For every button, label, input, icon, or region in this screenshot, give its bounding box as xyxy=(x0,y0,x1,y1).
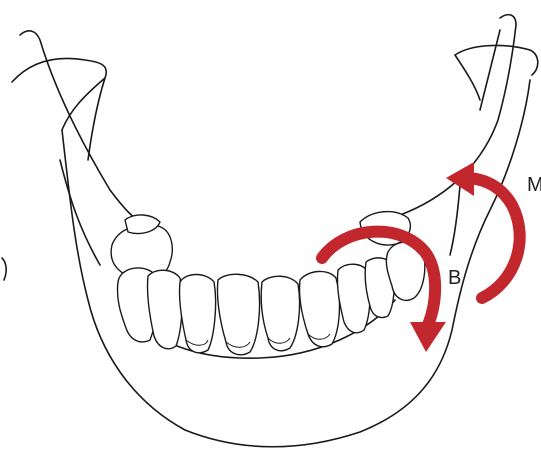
arrow-b-head xyxy=(410,322,446,352)
label-m: M xyxy=(527,175,541,195)
tooth-right-canine xyxy=(299,271,339,346)
label-b: B xyxy=(448,268,461,288)
tooth-incisor-1 xyxy=(217,274,259,355)
mandible-outline xyxy=(2,15,538,447)
tooth-left-canine xyxy=(179,275,215,353)
tooth-incisor-2 xyxy=(261,276,299,351)
tooth-left-premolar-2 xyxy=(147,270,182,349)
